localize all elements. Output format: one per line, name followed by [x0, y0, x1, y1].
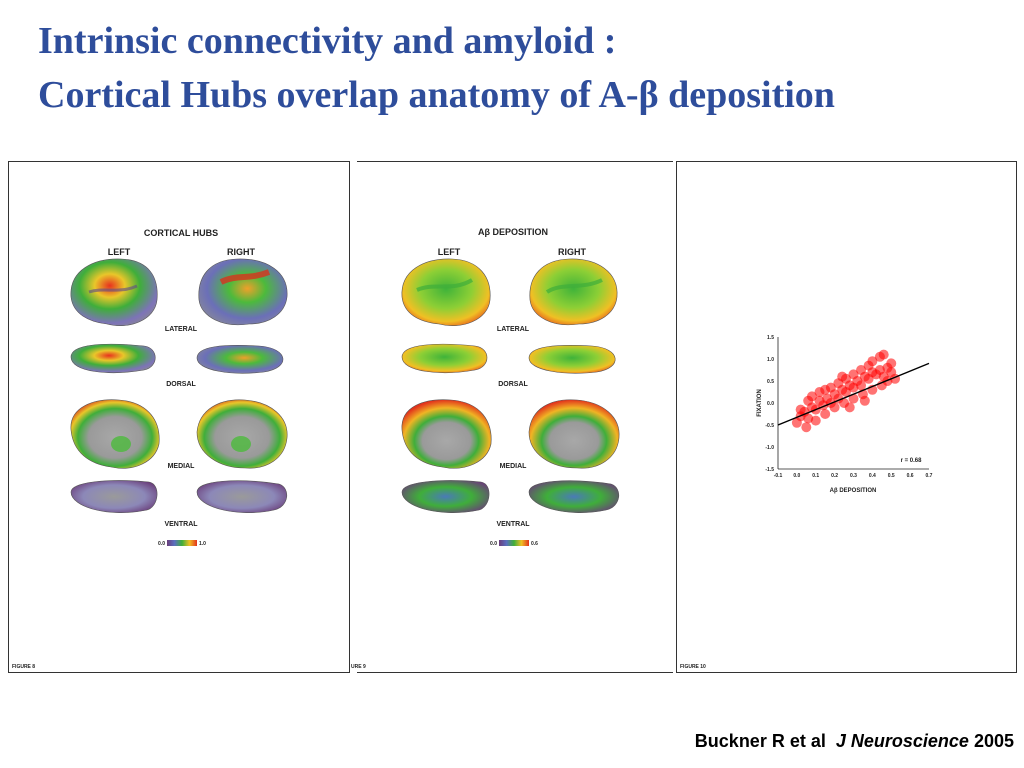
colorbar: 0.0 1.0 — [158, 540, 206, 547]
ventral-brain-right — [528, 480, 619, 513]
lateral-brain-right — [529, 258, 618, 326]
medial-brain-right — [196, 399, 288, 469]
scatter-point — [859, 395, 870, 406]
panel-caption: Aβ DEPOSITION — [478, 227, 548, 237]
view-label-dorsal: DORSAL — [166, 381, 196, 388]
right-hemisphere-label: RIGHT — [227, 247, 256, 257]
x-tick-label: 0.3 — [850, 473, 857, 479]
y-tick-label: -1.5 — [765, 467, 774, 473]
figure-panel-scatter-plot: 1.5 1.0 0.5 0.0 -0.5 -1.0 -1.5 -0.1 0.0 0.1 0.2 0.… — [676, 161, 1017, 673]
figure-label: FIGURE 10 — [680, 664, 706, 670]
view-label-ventral: VENTRAL — [164, 521, 198, 528]
lateral-brain-left — [70, 258, 158, 326]
citation: Buckner R et al J Neuroscience 2005 — [695, 731, 1014, 752]
slide-title: Intrinsic connectivity and amyloid : Cor… — [38, 14, 835, 122]
scatter-point — [795, 404, 806, 415]
ventral-brain-right — [196, 480, 287, 513]
x-tick-label: 0.2 — [831, 473, 838, 479]
y-tick-label: -0.5 — [765, 423, 774, 429]
y-tick-label: 0.5 — [767, 379, 774, 385]
y-tick-label: 0.0 — [767, 401, 774, 407]
right-hemisphere-label: RIGHT — [558, 247, 587, 257]
scatter-point — [886, 358, 897, 369]
x-tick-label: 0.7 — [926, 473, 933, 479]
colorbar-max-label: 0.6 — [531, 541, 538, 547]
scatter-point — [848, 369, 859, 380]
colorbar-min-label: 0.0 — [490, 541, 497, 547]
citation-authors: Buckner R et al — [694, 731, 826, 751]
y-tick-label: -1.0 — [765, 445, 774, 451]
dorsal-brain-left — [401, 343, 488, 373]
view-label-lateral: LATERAL — [497, 326, 530, 333]
x-tick-label: 0.4 — [869, 473, 876, 479]
colorbar-min-label: 0.0 — [158, 541, 165, 547]
scatter-point — [803, 413, 814, 424]
view-label-ventral: VENTRAL — [496, 521, 530, 528]
figure-label: URE 9 — [351, 664, 366, 670]
view-label-dorsal: DORSAL — [498, 381, 528, 388]
medial-brain-left — [70, 399, 160, 469]
colorbar-max-label: 1.0 — [199, 541, 206, 547]
view-label-medial: MEDIAL — [500, 463, 528, 470]
scatter-point — [867, 356, 878, 367]
medial-brain-left — [401, 399, 492, 469]
scatter-point — [829, 402, 840, 413]
scatter-point — [810, 415, 821, 426]
slide-title-line-2: Cortical Hubs overlap anatomy of A-β dep… — [38, 74, 835, 116]
x-tick-label: 0.6 — [907, 473, 914, 479]
figure-label: FIGURE 8 — [12, 664, 36, 670]
scatter-point — [848, 393, 859, 404]
scatter-point — [856, 365, 867, 375]
scatter-points — [791, 349, 901, 433]
abeta-deposition-brain-figure: Aβ DEPOSITION LEFT RIGHT LATERAL DORSAL … — [401, 227, 620, 547]
y-tick-label: 1.5 — [767, 335, 774, 341]
colorbar: 0.0 0.6 — [490, 540, 538, 547]
correlation-annotation: r = 0.68 — [901, 458, 923, 464]
y-axis-label: FIXATION — [757, 389, 763, 417]
y-tick-labels: 1.5 1.0 0.5 0.0 -0.5 -1.0 -1.5 — [765, 335, 774, 473]
scatter-point — [844, 402, 855, 413]
x-tick-label: 0.0 — [793, 473, 800, 479]
slide-title-line-1: Intrinsic connectivity and amyloid : — [38, 20, 617, 62]
citation-year: 2005 — [973, 731, 1014, 751]
view-label-medial: MEDIAL — [168, 463, 196, 470]
scatter-point — [837, 371, 848, 382]
ventral-brain-left — [401, 480, 490, 513]
scatter-point — [825, 382, 836, 393]
lateral-brain-right — [198, 258, 288, 326]
x-tick-label: 0.5 — [888, 473, 895, 479]
view-label-lateral: LATERAL — [165, 326, 198, 333]
lateral-brain-left — [401, 258, 491, 326]
x-axis-label: Aβ DEPOSITION — [830, 488, 877, 494]
scatter-chart: 1.5 1.0 0.5 0.0 -0.5 -1.0 -1.5 -0.1 0.0 0.1 0.2 0.… — [757, 335, 933, 494]
x-tick-label: -0.1 — [774, 473, 783, 479]
panel-caption: CORTICAL HUBS — [144, 228, 218, 238]
scatter-point — [801, 422, 812, 433]
dorsal-brain-right — [528, 345, 616, 374]
scatter-point — [856, 380, 867, 391]
dorsal-brain-left — [70, 343, 156, 373]
scatter-point — [803, 395, 814, 406]
ventral-brain-left — [70, 480, 158, 513]
left-hemisphere-label: LEFT — [108, 247, 131, 257]
medial-brain-right — [528, 399, 620, 469]
y-tick-label: 1.0 — [767, 357, 774, 363]
cortical-hubs-brain-figure: CORTICAL HUBS LEFT RIGHT LATERAL DORSAL … — [70, 228, 288, 547]
figure-panel-abeta-deposition: Aβ DEPOSITION LEFT RIGHT LATERAL DORSAL … — [351, 161, 673, 673]
dorsal-brain-right — [196, 345, 284, 374]
citation-journal: J Neuroscience — [835, 731, 969, 751]
regression-line — [777, 362, 930, 426]
x-tick-labels: -0.1 0.0 0.1 0.2 0.3 0.4 0.5 0.6 0.7 — [774, 473, 933, 479]
scatter-point — [820, 409, 831, 419]
scatter-point — [878, 349, 889, 360]
left-hemisphere-label: LEFT — [438, 247, 461, 257]
figure-panel-cortical-hubs: CORTICAL HUBS LEFT RIGHT LATERAL DORSAL … — [8, 161, 350, 673]
x-tick-label: 0.1 — [812, 473, 819, 479]
scatter-point — [814, 387, 825, 397]
